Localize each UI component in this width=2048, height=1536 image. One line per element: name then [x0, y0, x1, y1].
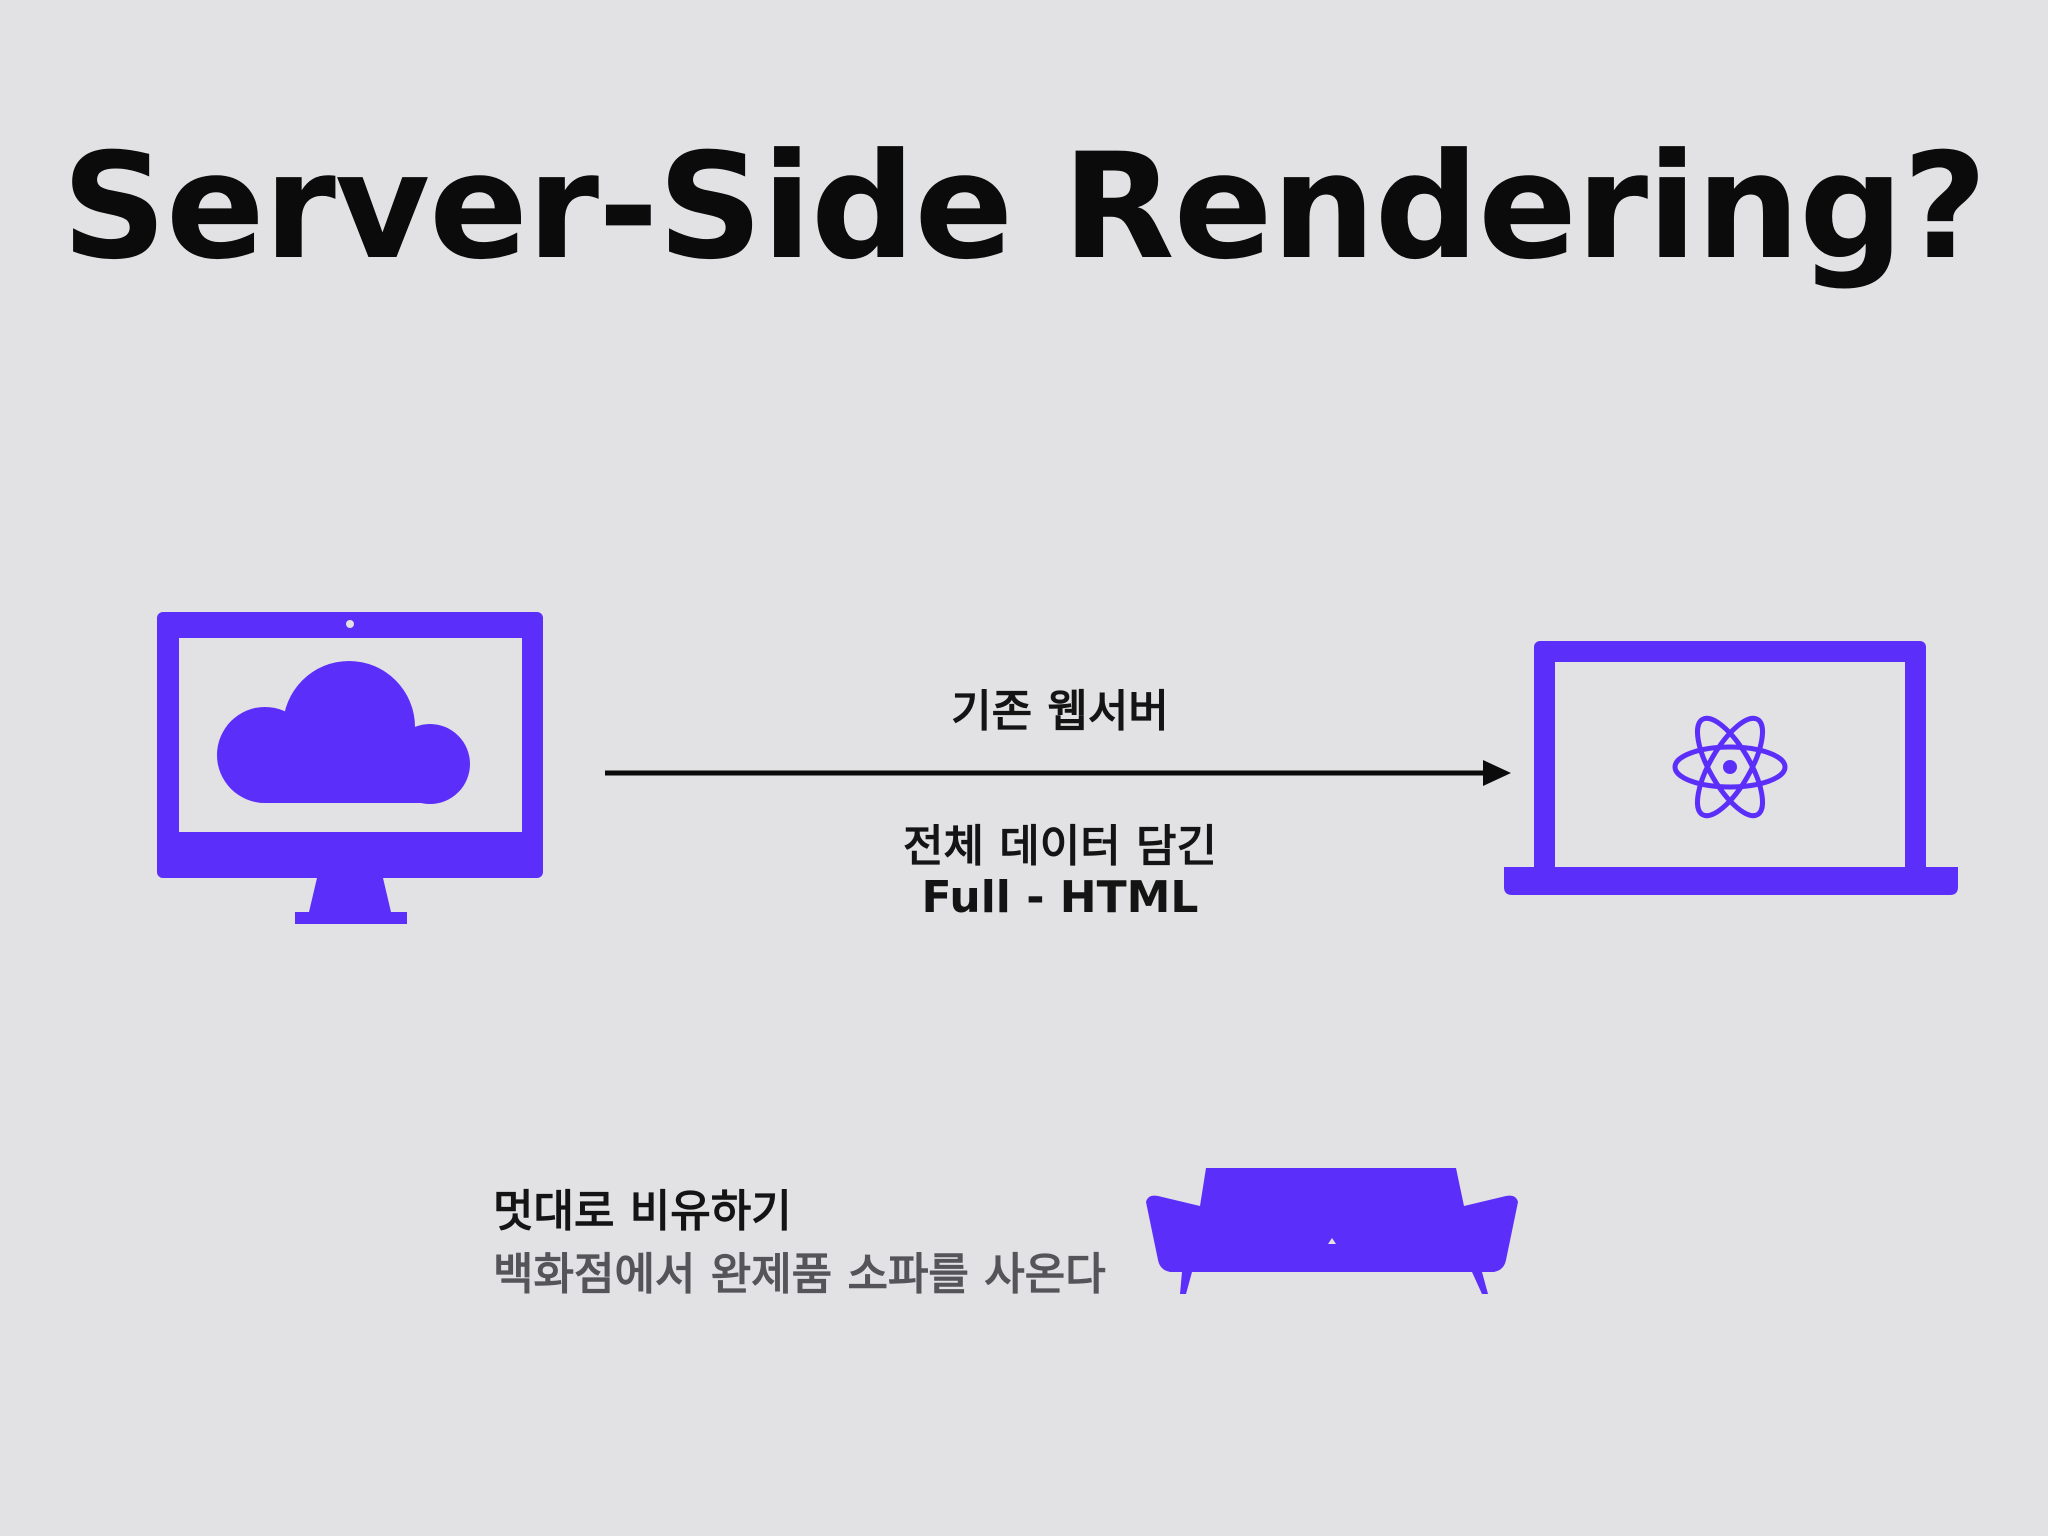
page-title: Server-Side Rendering?	[61, 122, 1988, 292]
desktop-monitor-cloud-icon	[157, 612, 543, 924]
arrow-bottom-label-line2: Full - HTML	[921, 872, 1199, 923]
laptop-react-atom-icon	[1504, 641, 1958, 895]
analogy-title: 멋대로 비유하기	[493, 1186, 792, 1237]
analogy-subtitle: 백화점에서 완제품 소파를 사온다	[493, 1249, 1106, 1300]
sofa-icon	[1146, 1168, 1518, 1294]
arrow-bottom-label-line1: 전체 데이터 담긴	[903, 821, 1217, 872]
request-arrow	[605, 760, 1511, 786]
arrow-top-label: 기존 웹서버	[951, 686, 1169, 737]
